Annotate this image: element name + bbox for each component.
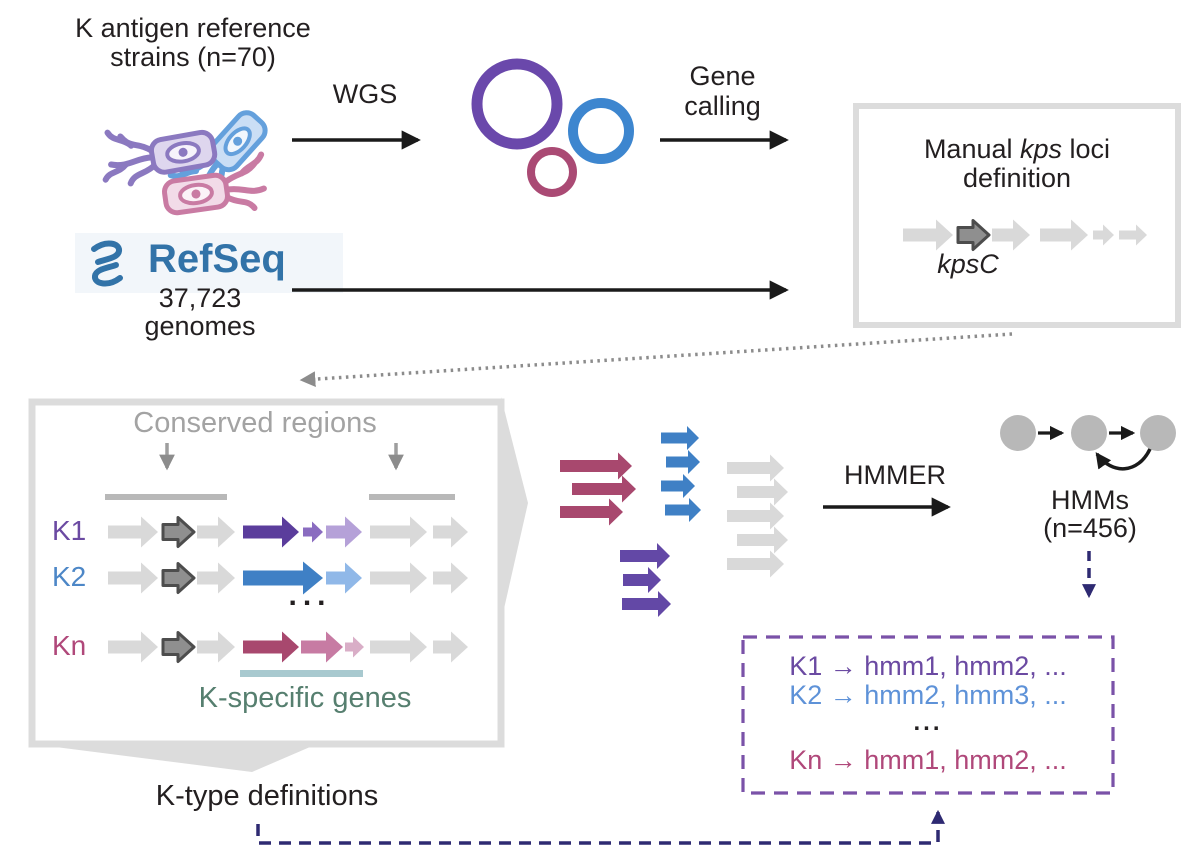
row-label-k1: K1 (52, 515, 87, 546)
kspecific-genes-label: K-specific genes (198, 682, 412, 714)
row-label-kn: Kn (52, 630, 87, 661)
gene-arrow (326, 562, 362, 594)
gene-arrow (1119, 224, 1147, 246)
gene-arrow (243, 631, 299, 663)
gene-arrow (197, 516, 235, 548)
gene-arrow (560, 498, 623, 526)
kspecific-underline-bar (240, 670, 363, 677)
refseq-helix-icon (75, 233, 343, 293)
gene-arrow (727, 502, 784, 530)
gene-arrow (661, 426, 699, 450)
gene-arrow (572, 475, 636, 503)
gene-arrow (108, 516, 158, 548)
mapping-dashed-box (741, 635, 1115, 795)
refseq-logo-text: RefSeq (148, 237, 286, 281)
kps-title-pre: Manual (923, 134, 1020, 164)
gene-arrow (243, 516, 299, 548)
gene-arrow (370, 562, 427, 594)
gene-arrow (560, 452, 632, 480)
ref-strains-title-line1: K antigen reference (75, 13, 311, 43)
conserved-bar-1 (105, 494, 227, 500)
gene-arrow-glyphs (108, 219, 1147, 663)
gene-arrow (623, 567, 661, 593)
gene-arrow (243, 561, 323, 595)
gene-arrow (737, 478, 788, 506)
gene-arrow (622, 591, 671, 617)
gene-arrow (737, 526, 788, 554)
gene-arrow (433, 631, 468, 663)
gene-arrow (161, 516, 196, 548)
gene-arrow (326, 516, 362, 548)
hmmer-label: HMMER (844, 460, 946, 490)
gene-arrow (1093, 224, 1114, 246)
hmms-count-label: (n=456) (1043, 513, 1137, 543)
gene-arrow (303, 521, 323, 543)
gene-arrow (727, 550, 784, 578)
hmm-state-diagram (1000, 415, 1176, 471)
gene-calling-label-line2: calling (684, 91, 761, 121)
mapping-line-k1: K1 → hmm1, hmm2, ... (789, 651, 1067, 681)
genome-assembly-rings (471, 58, 634, 197)
ref-strains-title-line2: strains (n=70) (110, 42, 276, 72)
kps-to-ktype-dotted-connector (299, 332, 1013, 387)
gene-arrow (161, 631, 196, 663)
gene-arrow (301, 631, 343, 663)
ktype-rows-ellipsis: ... (288, 579, 332, 612)
kps-title-italic: kps (1020, 134, 1063, 164)
ktype-definitions-caption: K-type definitions (155, 780, 379, 812)
gene-arrow (727, 454, 784, 482)
hmms-label: HMMs (1051, 485, 1129, 515)
gene-arrow (666, 450, 700, 474)
gene-arrow (661, 474, 695, 498)
gene-arrow (108, 631, 158, 663)
gene-arrow (903, 219, 953, 251)
kps-loci-box (853, 103, 1181, 328)
gene-arrow (665, 498, 701, 522)
mapping-line-k2: K2 → hmm2, hmm3, ... (789, 680, 1067, 710)
gene-arrow (345, 636, 364, 658)
gene-arrow (161, 562, 196, 594)
kps-box-title-line1: Manual kps loci (853, 134, 1181, 164)
mapping-line-kn: Kn → hmm1, hmm2, ... (789, 745, 1067, 775)
conserved-bar-2 (369, 494, 455, 500)
refseq-genomes-label: genomes (144, 311, 256, 341)
gene-arrow (1040, 219, 1088, 251)
conserved-region-markers (105, 443, 455, 500)
gene-arrow (197, 562, 235, 594)
gene-arrow (370, 516, 427, 548)
gene-arrow (992, 219, 1030, 251)
gene-arrow (620, 543, 670, 569)
gene-arrow (370, 631, 427, 663)
kpsc-gene-label: kpsC (937, 249, 999, 279)
kps-title-post: loci (1062, 134, 1111, 164)
ktype-to-mapping-dashed-arrow (256, 809, 945, 845)
wgs-label: WGS (332, 79, 398, 109)
gene-arrow (108, 562, 158, 594)
gene-arrow (197, 631, 235, 663)
gene-arrow (956, 219, 991, 251)
gene-arrow (433, 562, 468, 594)
row-label-k2: K2 (52, 561, 87, 592)
kps-box-title-line2: definition (962, 163, 1072, 193)
mapping-ellipsis: ... (913, 709, 943, 736)
gene-arrow (433, 516, 468, 548)
bacteria-illustration (102, 110, 268, 216)
conserved-regions-label: Conserved regions (133, 407, 377, 439)
refseq-genome-count: 37,723 (158, 283, 242, 313)
gene-calling-label-line1: Gene (689, 61, 756, 91)
